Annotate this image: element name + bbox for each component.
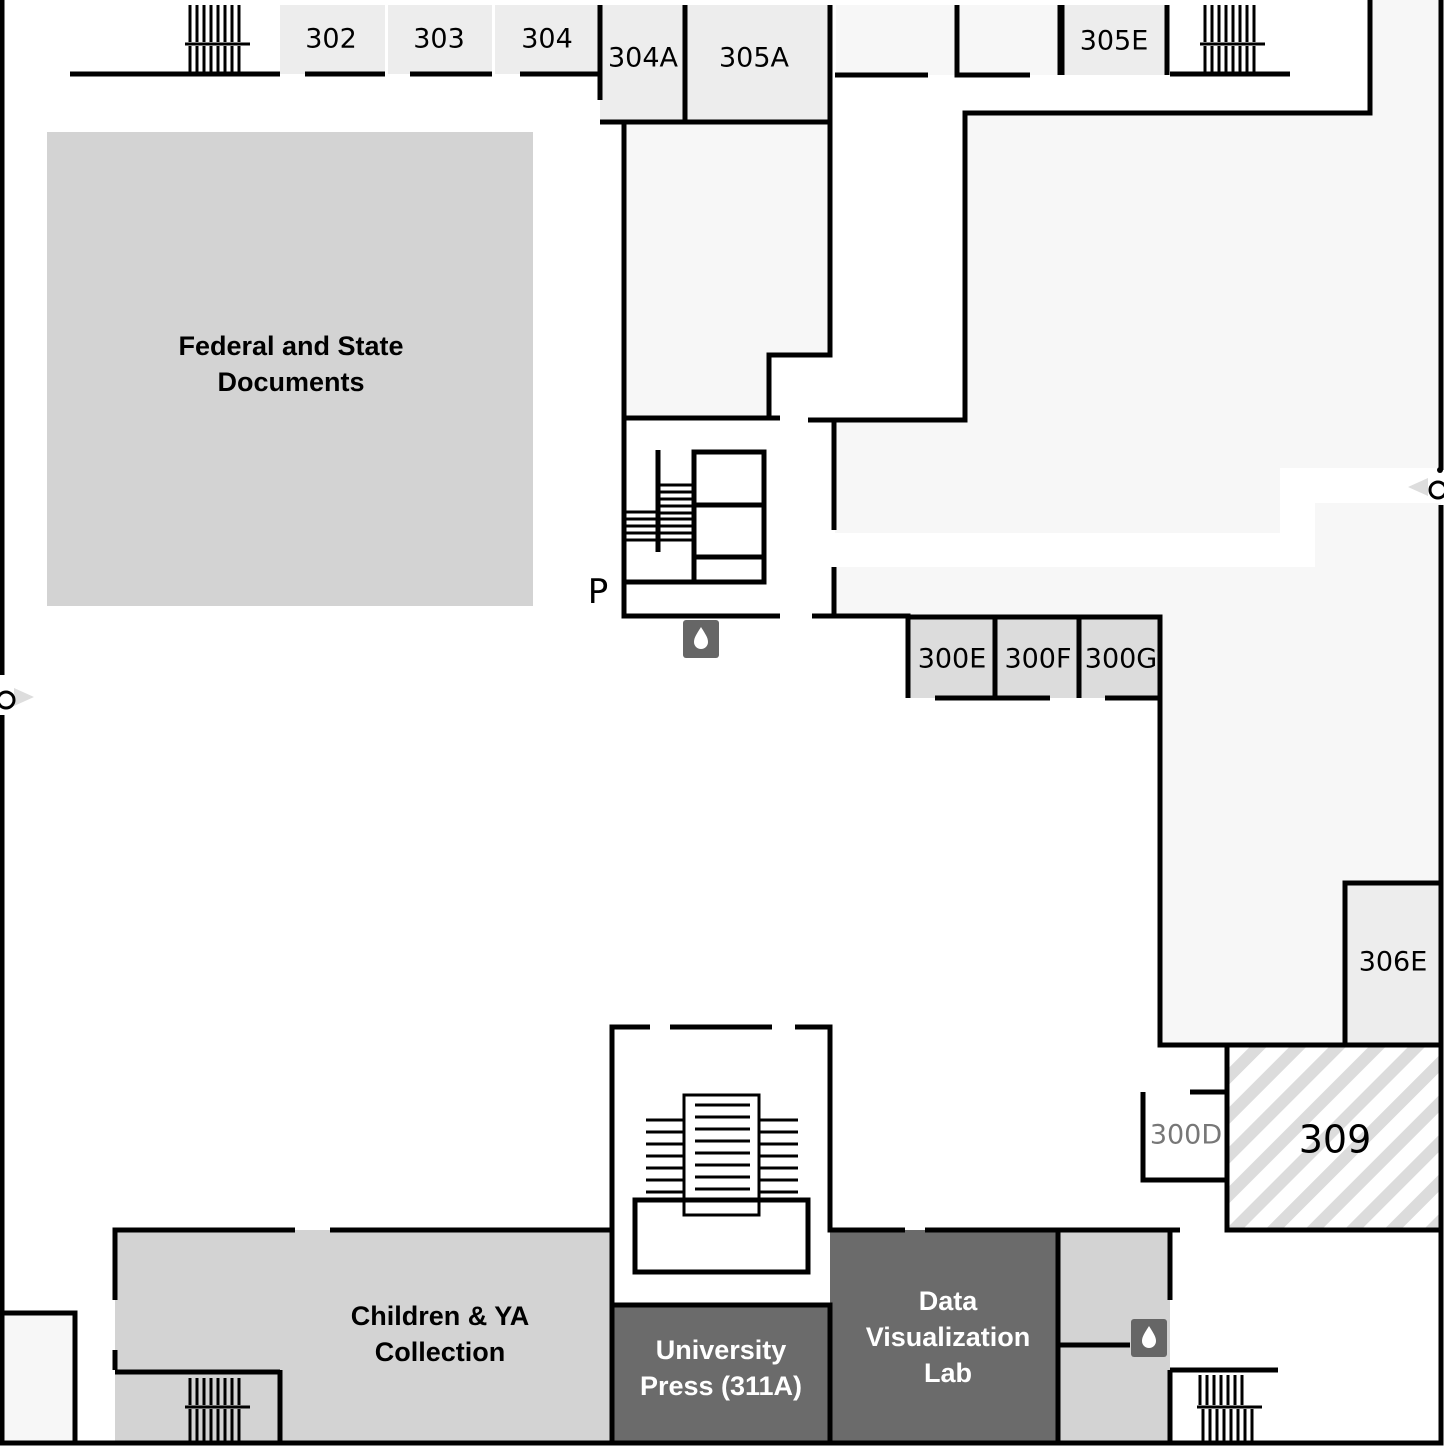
svg-text:300E: 300E bbox=[918, 644, 987, 675]
open-area-east bbox=[835, 0, 1441, 1045]
svg-text:Press (311A): Press (311A) bbox=[640, 1371, 802, 1401]
room-300e[interactable]: 300E bbox=[908, 617, 995, 698]
room-300g[interactable]: 300G bbox=[1079, 617, 1160, 698]
svg-text:305A: 305A bbox=[719, 43, 790, 74]
escalator-icon bbox=[632, 1093, 811, 1275]
room-305a[interactable]: 305A bbox=[685, 5, 830, 122]
svg-text:302: 302 bbox=[305, 24, 357, 55]
room-unlabeled-north bbox=[624, 122, 830, 418]
svg-text:Federal and State: Federal and State bbox=[178, 331, 403, 361]
room-300f[interactable]: 300F bbox=[995, 617, 1079, 698]
water-fountain-icon bbox=[1131, 1319, 1167, 1357]
svg-text:303: 303 bbox=[413, 24, 465, 55]
wheelchair-accessible-icon bbox=[1408, 467, 1444, 500]
svg-text:305E: 305E bbox=[1080, 26, 1149, 57]
room-304[interactable]: 304 bbox=[495, 5, 600, 74]
svg-text:Visualization: Visualization bbox=[866, 1322, 1031, 1352]
water-fountain-icon bbox=[683, 620, 719, 658]
room-304a[interactable]: 304A bbox=[600, 5, 685, 122]
federal-state-documents[interactable]: Federal and State Documents bbox=[47, 132, 533, 606]
svg-text:304A: 304A bbox=[608, 43, 679, 74]
svg-text:309: 309 bbox=[1299, 1118, 1372, 1162]
room-306e[interactable]: 306E bbox=[1345, 883, 1441, 1045]
svg-text:Data: Data bbox=[919, 1286, 979, 1316]
university-press-311a[interactable]: University Press (311A) bbox=[612, 1305, 830, 1443]
stairs-elevator-core bbox=[624, 449, 767, 585]
room-303[interactable]: 303 bbox=[388, 5, 492, 74]
svg-text:300G: 300G bbox=[1085, 644, 1157, 675]
room-309[interactable]: 309 bbox=[1227, 1045, 1441, 1230]
svg-text:300F: 300F bbox=[1004, 644, 1071, 675]
stairs-icon bbox=[626, 483, 694, 542]
room-302[interactable]: 302 bbox=[280, 5, 385, 74]
svg-text:Collection: Collection bbox=[375, 1337, 506, 1367]
wheelchair-accessible-icon bbox=[0, 688, 34, 710]
svg-text:Lab: Lab bbox=[924, 1358, 972, 1388]
svg-text:Children & YA: Children & YA bbox=[351, 1301, 530, 1331]
parking-label: P bbox=[588, 572, 609, 612]
room-305e[interactable]: 305E bbox=[1062, 5, 1167, 75]
data-visualization-lab[interactable]: Data Visualization Lab bbox=[830, 1230, 1058, 1443]
svg-text:Documents: Documents bbox=[217, 367, 364, 397]
room-300d[interactable]: 300D bbox=[1150, 1120, 1222, 1151]
svg-text:304: 304 bbox=[521, 24, 573, 55]
svg-text:300D: 300D bbox=[1150, 1120, 1222, 1151]
svg-text:306E: 306E bbox=[1359, 947, 1428, 978]
svg-text:University: University bbox=[656, 1335, 787, 1365]
stairs-icon bbox=[185, 5, 1265, 1443]
